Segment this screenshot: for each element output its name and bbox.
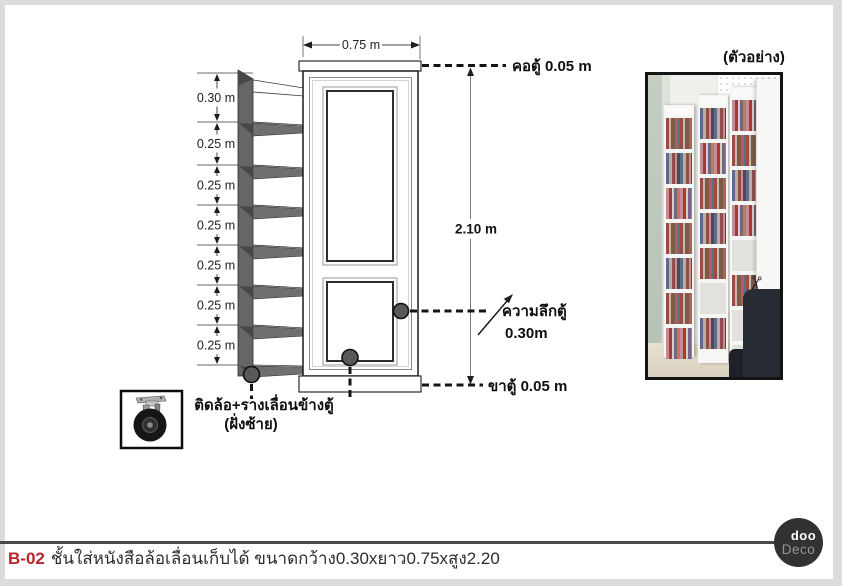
depth-label: ความลึกตู้	[502, 302, 567, 321]
photo-book-tower-1	[664, 105, 694, 359]
photo-chair	[743, 289, 780, 377]
shelf-dim-3: 0.25 m	[197, 219, 235, 233]
bottom-knob	[341, 348, 359, 367]
caster-note: ติดล้อ+รางเลื่อนข้างตู้	[194, 394, 334, 415]
depth-callout: ความลึกตู้ 0.30m	[392, 294, 567, 342]
cabinet-lower-panel	[322, 277, 398, 366]
photo-book-tower-2	[698, 95, 728, 363]
shelf-dim-5: 0.25 m	[197, 299, 235, 313]
shelf-dim-1: 0.25 m	[197, 137, 235, 151]
width-dimension-label: 0.75 m	[342, 38, 380, 52]
cabinet-legs	[298, 375, 422, 393]
doodeco-logo: doo Deco	[774, 518, 823, 567]
sheet-title: B-02 ชั้นใส่หนังสือล้อเลื่อนเก็บได้ ขนาดก…	[8, 546, 768, 572]
neck-label: คอตู้ 0.05 m	[512, 58, 592, 76]
cabinet-body	[302, 70, 419, 377]
cabinet-neck	[298, 60, 422, 72]
cabinet-upper-panel	[322, 86, 398, 266]
shelf-dim-0: 0.30 m	[197, 91, 235, 105]
sheet-title-code: B-02	[8, 549, 45, 568]
example-photo: ✂	[645, 72, 783, 380]
shelf-dim-6: 0.25 m	[197, 339, 235, 353]
logo-text-doo: doo	[790, 527, 817, 543]
example-label: (ตัวอย่าง)	[723, 49, 785, 66]
height-dimension-label: 2.10 m	[455, 222, 497, 237]
depth-value: 0.30m	[505, 325, 548, 342]
side-knob	[392, 302, 410, 320]
cabinet-front-view	[298, 60, 422, 393]
caster-note-side: (ฝั่งซ้าย)	[224, 413, 278, 433]
shelf-side-view	[237, 69, 305, 378]
leg-label: ขาตู้ 0.05 m	[488, 378, 567, 396]
width-dimension: 0.75 m	[302, 36, 421, 59]
caster-callout: ติดล้อ+รางเลื่อนข้างตู้ (ฝั่งซ้าย)	[194, 348, 359, 433]
neck-callout: คอตู้ 0.05 m	[422, 58, 592, 76]
logo-text-deco: Deco	[781, 541, 816, 557]
caster-detail-box	[119, 389, 184, 450]
left-caster-wheel	[242, 365, 261, 384]
sheet-title-text: ชั้นใส่หนังสือล้อเลื่อนเก็บได้ ขนาดกว้าง…	[50, 549, 500, 568]
shelf-dim-2: 0.25 m	[197, 179, 235, 193]
footer-divider	[0, 541, 776, 544]
shelf-dim-4: 0.25 m	[197, 259, 235, 273]
legs-callout: ขาตู้ 0.05 m	[422, 378, 567, 396]
photo-wall-left	[648, 75, 662, 377]
shelf-dimension-labels: 0.30 m 0.25 m 0.25 m 0.25 m 0.25 m	[197, 74, 235, 364]
height-dimension: 2.10 m	[455, 67, 497, 385]
